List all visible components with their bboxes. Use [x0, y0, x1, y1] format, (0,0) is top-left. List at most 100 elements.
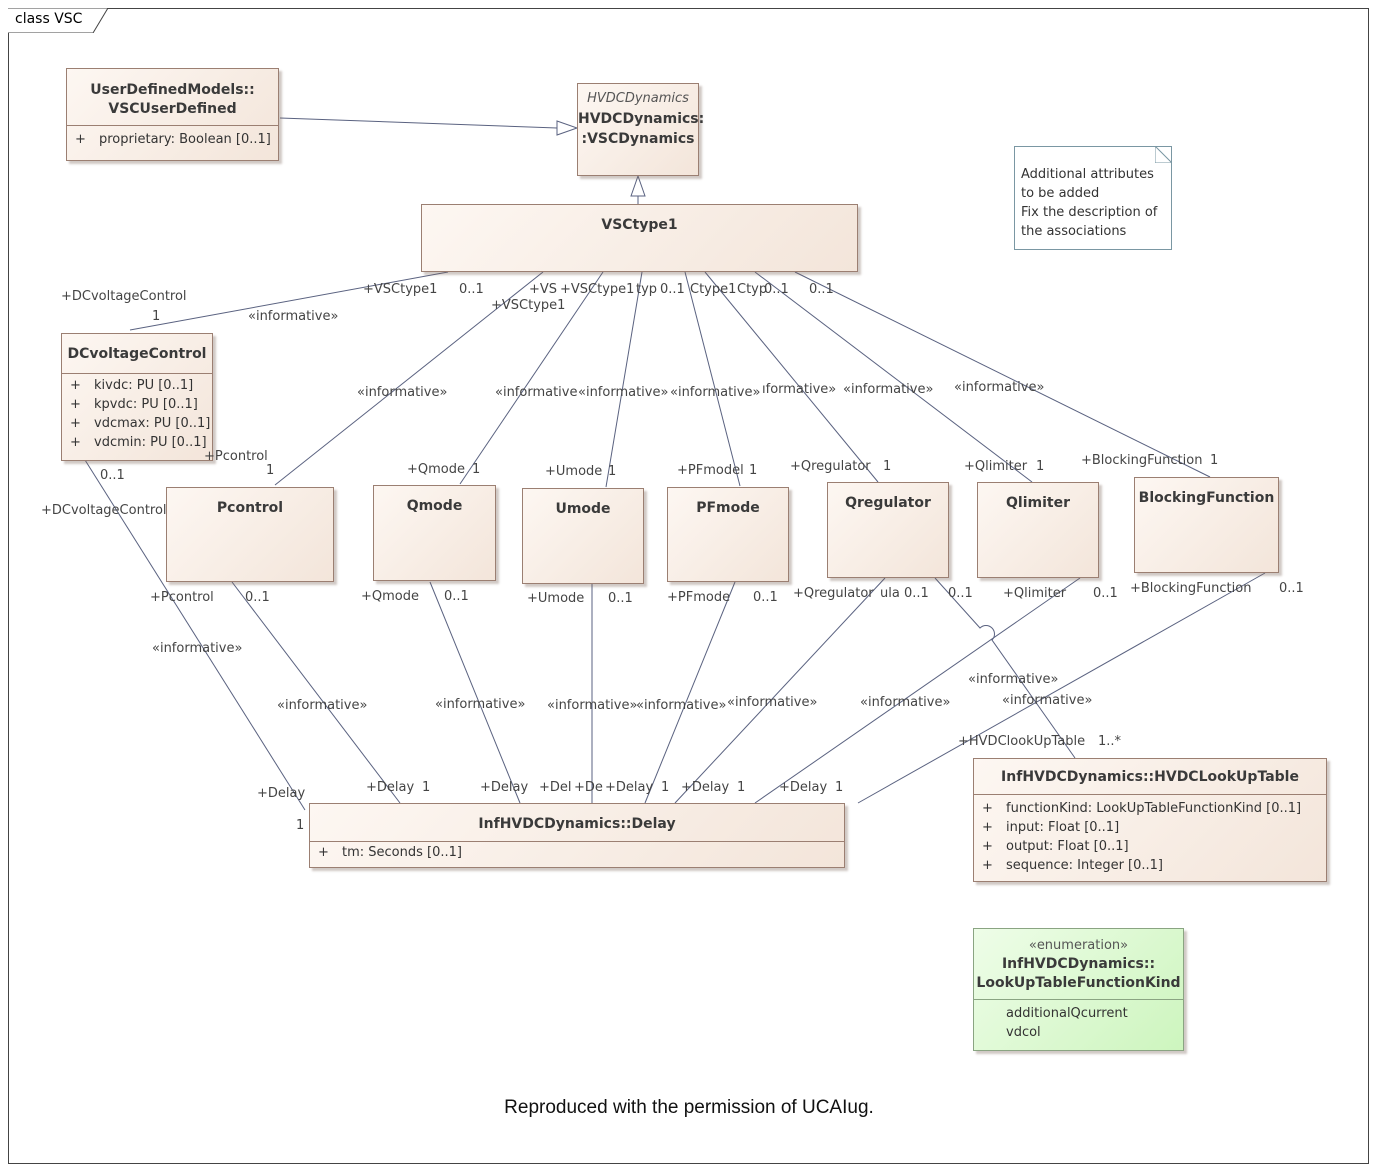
role-label: typ — [636, 282, 658, 297]
enum-literal: additionalQcurrent — [1006, 1006, 1128, 1021]
assoc-vsc-qlimiter — [754, 271, 1033, 483]
multiplicity-label: 0..1 — [753, 590, 778, 605]
role-label: +Pcontrol — [150, 590, 214, 605]
class-pfmode[interactable]: PFmode — [667, 487, 789, 582]
class-name: Qlimiter — [1006, 495, 1070, 511]
multiplicity-label: 1 — [152, 309, 161, 324]
class-name-line2: VSCUserDefined — [108, 101, 237, 117]
generalization-userdefined — [279, 117, 558, 129]
frame-tab — [8, 8, 109, 33]
multiplicity-label: 0..1 — [444, 589, 469, 604]
multiplicity-label: 1 — [835, 780, 844, 795]
stereotype-label: «informative» — [1002, 693, 1093, 708]
class-name: PFmode — [696, 500, 760, 516]
multiplicity-label: 0..1 — [660, 282, 685, 297]
stereotype-label: «informative» — [435, 697, 526, 712]
class-blockingfunction[interactable]: BlockingFunction — [1134, 477, 1279, 573]
role-label: +Qregulator — [790, 459, 871, 474]
role-label: +Umode — [527, 591, 585, 606]
multiplicity-label: 0..1 — [948, 586, 973, 601]
multiplicity-label: 0..1 — [1093, 586, 1118, 601]
assoc-qlimiter-delay — [754, 577, 1081, 804]
attribute-row: +vdcmin: PU [0..1] — [70, 435, 207, 450]
class-name: Qmode — [406, 498, 463, 514]
class-umode[interactable]: Umode — [522, 488, 644, 584]
stereotype-label: «informative» — [670, 385, 761, 400]
stereotype-label: «informative» — [860, 695, 951, 710]
class-name: VSCtype1 — [601, 217, 678, 233]
stereotype-label: «informative» — [578, 385, 669, 400]
role-label: +Qmode — [361, 589, 419, 604]
note-line: Fix the description of — [1021, 205, 1158, 220]
role-label: +Qmode — [407, 462, 465, 477]
stereotype-label: «informative» — [968, 672, 1059, 687]
role-label: +Delay — [480, 780, 529, 795]
role-label: +VSCtype1 — [491, 298, 566, 313]
class-delay[interactable]: InfHVDCDynamics::Delay +tm: Seconds [0..… — [309, 803, 845, 868]
class-name-line1: UserDefinedModels:: — [90, 82, 255, 98]
assoc-pfmode-delay — [644, 581, 736, 804]
multiplicity-label: 0..1 — [764, 282, 789, 297]
role-label: +VSCtype1 — [560, 282, 635, 297]
class-name: InfHVDCDynamics::Delay — [478, 816, 676, 832]
assoc-vsc-qmode — [459, 271, 604, 485]
multiplicity-label: 0..1 — [608, 591, 633, 606]
multiplicity-label: 0..1 — [809, 282, 834, 297]
enum-name-line2: LookUpTableFunctionKind — [976, 975, 1181, 991]
multiplicity-label: 1..* — [1098, 734, 1122, 749]
stereotype-label: «informative» — [547, 698, 638, 713]
multiplicity-label: 1 — [737, 780, 746, 795]
class-hvdclookuptable[interactable]: InfHVDCDynamics::HVDCLookUpTable +functi… — [973, 758, 1327, 882]
role-label: +Delay — [366, 780, 415, 795]
role-label: +Delay — [257, 786, 306, 801]
role-label: +Delay — [605, 780, 654, 795]
class-name: Pcontrol — [216, 500, 284, 516]
class-name-line2: :VSCDynamics — [581, 131, 695, 147]
caption: Reproduced with the permission of UCAIug… — [504, 1097, 874, 1118]
role-label: +VSCtype1 — [363, 282, 438, 297]
multiplicity-label: 1 — [608, 464, 617, 479]
attribute-row: +proprietary: Boolean [0..1] — [75, 132, 271, 147]
assoc-blocking-delay — [857, 572, 1266, 804]
stereotype-label: «informative» — [727, 695, 818, 710]
class-qregulator[interactable]: Qregulator — [827, 482, 949, 578]
role-label: +BlockingFunction — [1130, 581, 1252, 596]
attribute-row: +sequence: Integer [0..1] — [982, 858, 1164, 873]
role-label: +BlockingFunction — [1081, 453, 1203, 468]
multiplicity-label: 1 — [883, 459, 892, 474]
enum-lookuptablefunctionkind[interactable]: «enumeration» InfHVDCDynamics:: LookUpTa… — [973, 928, 1184, 1051]
role-label: +Qlimiter — [964, 459, 1028, 474]
class-vscdynamics[interactable]: HVDCDynamics HVDCDynamics: :VSCDynamics — [577, 83, 704, 176]
assoc-vsc-umode — [605, 271, 643, 488]
assoc-vsc-pcontrol — [274, 271, 544, 486]
note-box: Additional attributes to be added Fix th… — [1014, 146, 1172, 250]
multiplicity-label: 0..1 — [245, 590, 270, 605]
stereotype-label: «informative» — [357, 385, 448, 400]
class-qlimiter[interactable]: Qlimiter — [977, 482, 1099, 578]
note-fold-icon — [1155, 146, 1172, 163]
assoc-dc-delay — [84, 459, 306, 811]
role-label: +Delay — [779, 780, 828, 795]
assoc-vsc-blocking — [794, 271, 1211, 478]
class-dcvoltagecontrol[interactable]: DCvoltageControl +kivdc: PU [0..1] +kpvd… — [61, 333, 213, 461]
frame-title: class VSC — [15, 11, 83, 27]
multiplicity-label: 0..1 — [459, 282, 484, 297]
class-name: Umode — [555, 501, 611, 517]
class-pcontrol[interactable]: Pcontrol — [166, 487, 334, 582]
attribute-row: +vdcmax: PU [0..1] — [70, 416, 211, 431]
class-qmode[interactable]: Qmode — [373, 485, 496, 581]
class-vsctype1[interactable]: VSCtype1 — [421, 204, 858, 272]
class-stereotype: HVDCDynamics — [587, 91, 689, 106]
role-label: +DCvoltageControl — [41, 503, 167, 518]
role-label: +HVDClookUpTable — [958, 734, 1086, 749]
stereotype-label: «informative» — [248, 309, 339, 324]
generalization-arrowhead-1 — [556, 120, 579, 136]
class-vscuserdefined[interactable]: UserDefinedModels:: VSCUserDefined +prop… — [66, 68, 279, 161]
stereotype-label: ıformative» — [762, 382, 837, 397]
assoc-qregulator-lookup — [934, 577, 1076, 759]
role-label: +PFmodel — [677, 463, 744, 478]
diagram-frame — [8, 8, 1369, 1164]
stereotype-label: «informative» — [152, 641, 243, 656]
enum-name-line1: InfHVDCDynamics:: — [1001, 956, 1156, 972]
role-label: +Qlimiter — [1003, 586, 1067, 601]
